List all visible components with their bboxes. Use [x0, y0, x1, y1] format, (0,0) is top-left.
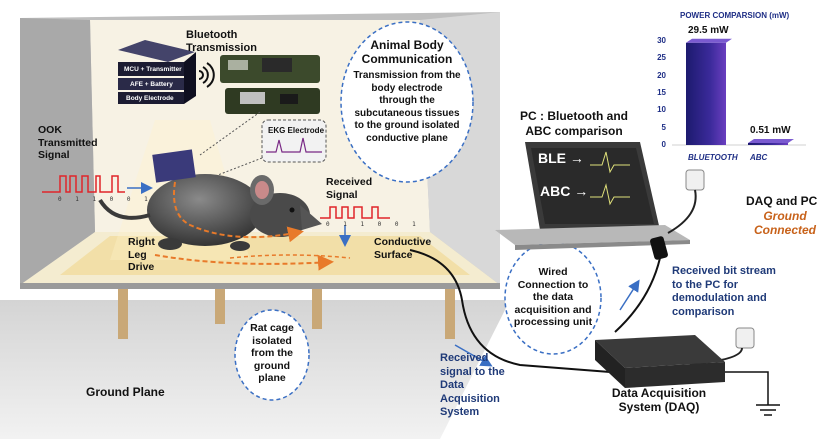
received-waveform — [320, 206, 390, 219]
chart-bar-top — [748, 139, 794, 143]
ble-trace — [590, 151, 630, 174]
laptop — [495, 142, 690, 250]
chart-bar-abc — [748, 143, 788, 145]
daq-system-label: Data Acquisition System (DAQ) — [611, 386, 707, 414]
chart-y-tick: 25 — [657, 53, 666, 63]
power-chart — [672, 38, 806, 146]
chart-y-tick: 0 — [661, 140, 666, 149]
chart-y-tick: 15 — [657, 88, 666, 97]
chart-y-tick: 30 — [657, 36, 666, 45]
received-to-daq-arrow — [454, 344, 493, 367]
daq-to-pc-cable — [614, 257, 661, 333]
wired-cable — [409, 249, 611, 373]
body-current-path — [173, 181, 304, 243]
pc-comparison-label: PC : Bluetooth and ABC comparison — [520, 109, 628, 138]
chart-category-label: ABC — [750, 153, 768, 162]
received-signal-label: Received Signal — [326, 176, 373, 201]
outlet-pc — [685, 169, 705, 191]
pcb-board-image — [220, 55, 320, 114]
chip-stack — [118, 40, 196, 104]
chart-data-label: 0.51 mW — [750, 125, 791, 136]
chip-mcu-label: MCU + Transmitter — [124, 66, 182, 73]
ekg-electrode-label: EKG Electrode — [268, 126, 325, 135]
chart-category-label: BLUETOOTH — [688, 153, 738, 162]
chart-y-tick: 10 — [657, 105, 666, 115]
wireless-icon — [198, 62, 215, 88]
chart-data-label: 29.5 mW — [688, 24, 729, 36]
received-to-daq-label: Received signal to the Data Acquisition … — [440, 352, 505, 418]
ook-bits: 0 1 1 0 0 1 — [58, 196, 153, 203]
ground-symbol — [725, 371, 780, 416]
ook-waveform — [42, 175, 125, 193]
chip-afe-label: AFE + Battery — [130, 81, 173, 88]
usb-dongle — [650, 236, 668, 260]
animal-body-description: Transmission from the body electrode thr… — [353, 70, 461, 144]
received-bitstream-label: Received bit stream to the PC for demodu… — [672, 265, 776, 318]
chart-bar-bluetooth — [686, 42, 726, 145]
conductive-surface-label: Conductive Surface — [374, 236, 432, 261]
bitstream-arrow — [619, 279, 640, 311]
chip-electrode-label: Body Electrode — [126, 95, 174, 102]
chart-bar-top — [686, 38, 732, 43]
leg-drive-path — [229, 254, 351, 259]
outlet-daq — [735, 327, 755, 349]
ekg-inset — [261, 119, 327, 163]
abc-trace — [590, 183, 630, 206]
chart-title: POWER COMPARSION (mW) — [680, 11, 790, 20]
ook-signal-label: OOK Transmitted Signal — [38, 124, 98, 161]
daq-box — [595, 335, 725, 388]
rat-cage-label: Rat cage isolated from the ground plane — [250, 322, 294, 384]
ground-plane-label: Ground Plane — [86, 385, 165, 399]
animal-body-title: Animal Body Communication — [361, 38, 453, 66]
surface-current-path — [154, 254, 334, 271]
rat-cage-bubble — [234, 309, 310, 401]
pc-power-cable — [667, 189, 697, 234]
chart-y-tick: 20 — [657, 70, 666, 80]
daq-pc-label: DAQ and PC — [746, 194, 818, 208]
ground-connected-label: Ground Connected — [753, 209, 816, 237]
bluetooth-transmission-label: Bluetooth Transmission — [186, 29, 257, 54]
chart-y-tick: 5 — [661, 122, 666, 132]
received-bits: 0 1 1 0 0 1 — [326, 221, 421, 228]
mouse — [98, 149, 322, 251]
screen-abc-label: ABC → — [540, 183, 589, 199]
screen-ble-label: BLE → — [538, 150, 584, 166]
right-leg-drive-label: Right Leg Drive — [128, 236, 155, 273]
animal-body-bubble — [340, 21, 474, 183]
wired-connection-label: Wired Connection to the data acquisition… — [513, 266, 593, 328]
